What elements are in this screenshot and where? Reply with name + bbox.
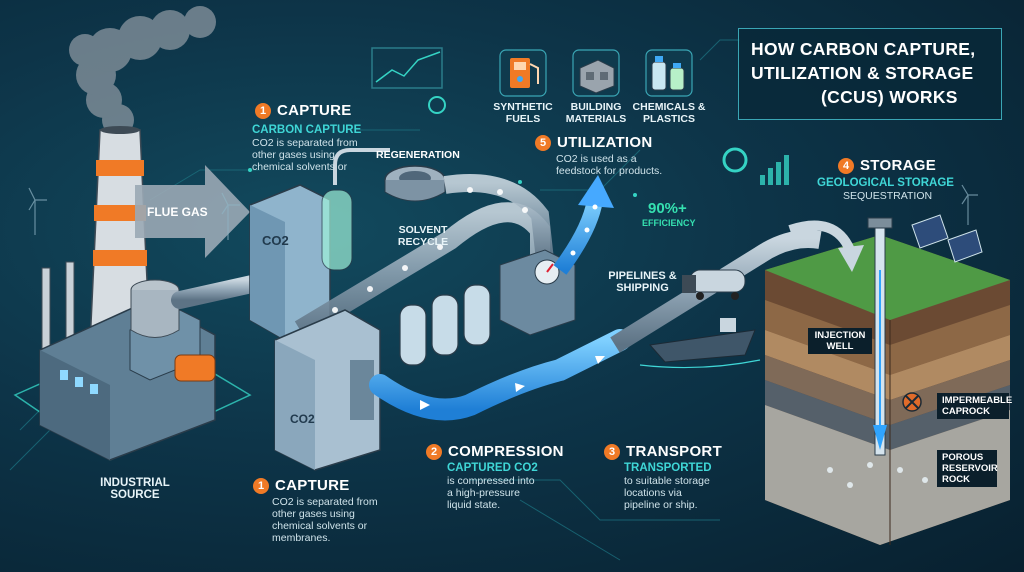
bar-chart-icon [760, 155, 789, 185]
step-number-badge: 1 [253, 477, 269, 494]
product-label-building: BUILDING MATERIALS [565, 101, 627, 125]
utilization-description: CO2 is used as a feedstock for products. [556, 153, 663, 177]
solvent-recycle-label: SOLVENT RECYCLE [397, 224, 449, 248]
step-title: CAPTURE [277, 102, 352, 119]
utilization-heading: 5 UTILIZATION [535, 134, 653, 151]
storage-subtitle: GEOLOGICAL STORAGE [817, 177, 954, 189]
cargo-ship [639, 318, 761, 369]
industrial-source-label: INDUSTRIAL SOURCE [100, 477, 170, 501]
regeneration-ring [384, 165, 446, 202]
step-title: COMPRESSION [448, 443, 564, 460]
concrete-block-icon [579, 59, 615, 94]
efficiency-value: 90%+ [648, 200, 687, 217]
capture-bottom-heading: 1 CAPTURE [253, 477, 350, 494]
step-number-badge: 4 [838, 157, 854, 174]
title-panel: HOW CARBON CAPTURE, UTILIZATION & STORAG… [738, 28, 1002, 120]
compression-heading: 2 COMPRESSION [426, 443, 564, 460]
caprock-label: IMPERMEABLE CAPROCK [937, 393, 1012, 419]
reservoir-label: POROUS RESERVOIR ROCK [937, 450, 998, 487]
capture-bottom-description: CO2 is separated from other gases using … [272, 496, 378, 544]
storage-heading: 4 STORAGE [838, 157, 936, 174]
capture-top-subtitle: CARBON CAPTURE [252, 124, 362, 136]
injection-well-label: INJECTION WELL [808, 328, 872, 354]
tanker-truck [682, 269, 746, 300]
capture-top-description: CO2 is separated from other gases using … [252, 137, 358, 173]
capture-absorber [249, 184, 331, 341]
chemical-bottles-icon [651, 56, 685, 91]
efficiency-label: EFFICIENCY [642, 218, 696, 228]
fuel-pump-icon [510, 58, 539, 88]
step-number-badge: 1 [255, 102, 271, 119]
step-number-badge: 5 [535, 134, 551, 151]
title-line-3: (CCUS) WORKS [821, 87, 958, 107]
transport-heading: 3 TRANSPORT [604, 443, 722, 460]
geological-block [765, 235, 1010, 545]
step-title: UTILIZATION [557, 134, 653, 151]
product-label-chemicals: CHEMICALS & PLASTICS [632, 101, 706, 125]
storage-description: SEQUESTRATION [843, 190, 933, 202]
transport-description: to suitable storage locations via pipeli… [624, 475, 710, 511]
title-line-1: HOW CARBON CAPTURE, [751, 39, 976, 59]
title-line-2: UTILIZATION & STORAGE [751, 63, 974, 83]
solar-panels [911, 214, 983, 263]
compression-description: is compressed into a high-pressure liqui… [447, 475, 535, 511]
step-number-badge: 2 [426, 443, 442, 460]
step-number-badge: 3 [604, 443, 620, 460]
compression-tanks [399, 284, 491, 366]
regeneration-label: REGENERATION [376, 149, 460, 161]
co2-compressor-label: CO2 [290, 412, 315, 426]
flue-gas-label: FLUE GAS [147, 205, 208, 219]
trend-chart-icon [371, 47, 443, 89]
pipelines-shipping-label: PIPELINES & SHIPPING [608, 270, 677, 294]
capture-top-heading: 1 CAPTURE [255, 102, 352, 119]
product-label-fuels: SYNTHETIC FUELS [493, 101, 553, 125]
step-title: CAPTURE [275, 477, 350, 494]
transport-subtitle: TRANSPORTED [624, 462, 712, 474]
step-title: STORAGE [860, 157, 937, 174]
smoke-plume [69, 6, 216, 136]
co2-compressor [274, 309, 381, 471]
compression-subtitle: CAPTURED CO2 [447, 462, 538, 474]
step-title: TRANSPORT [626, 443, 723, 460]
pump-motor [499, 249, 576, 336]
co2-tank-label: CO2 [262, 233, 289, 248]
